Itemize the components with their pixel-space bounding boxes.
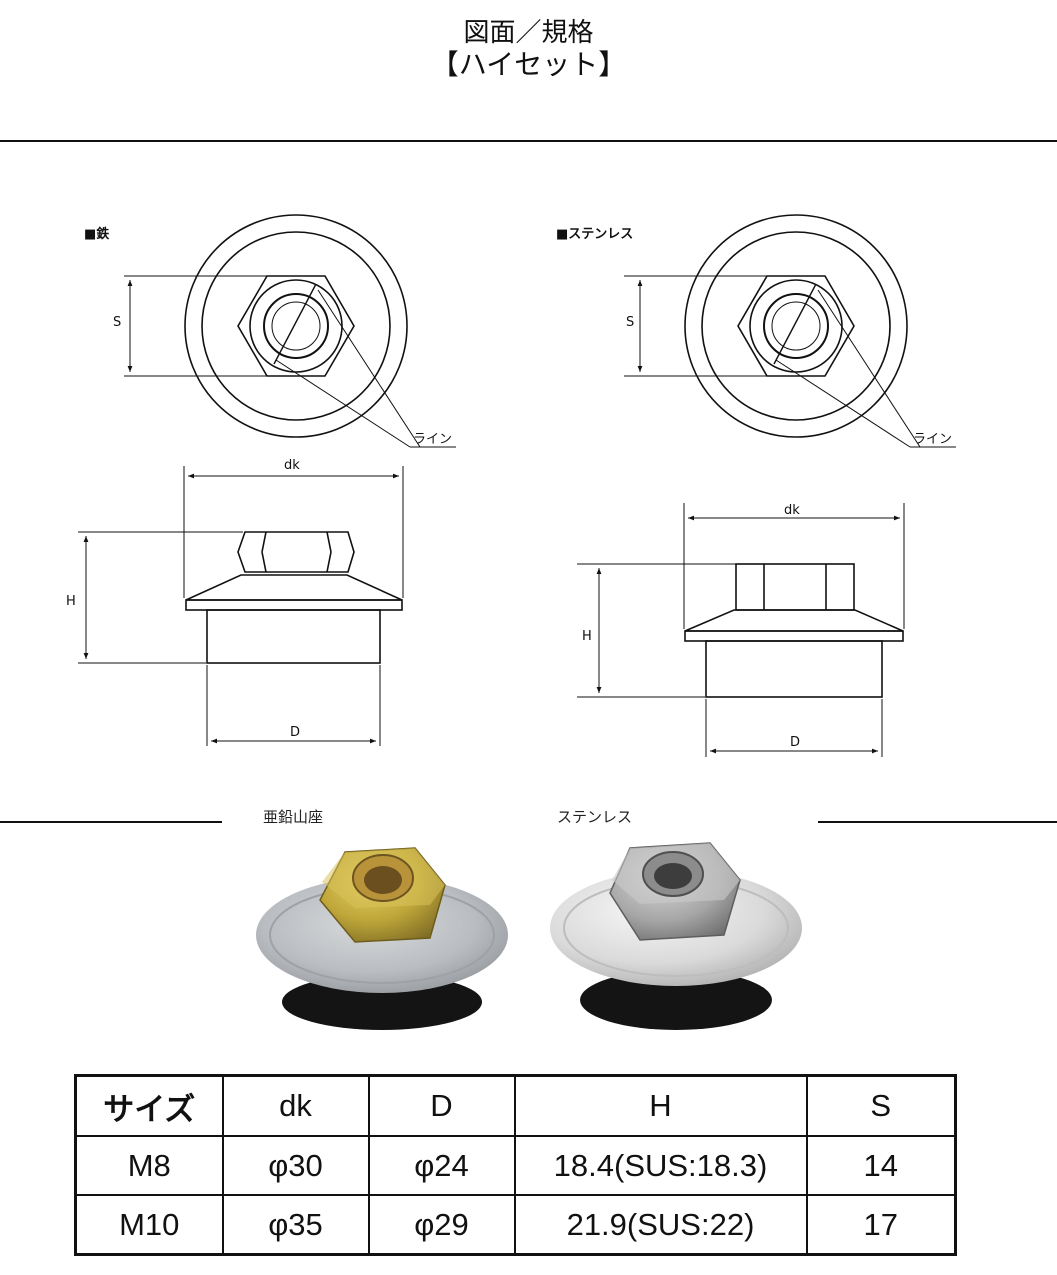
cell-size: M10 (74, 1194, 224, 1256)
cell-d: φ29 (367, 1194, 516, 1256)
technical-drawing: ■鉄 ■ステンレス S S ライン ライン dk dk H H D D (66, 214, 956, 757)
table-row: M8 φ30 φ24 18.4(SUS:18.3) 14 (74, 1135, 957, 1196)
photo-divider-right (818, 821, 1057, 823)
header-divider (0, 140, 1057, 142)
cell-s: 17 (805, 1194, 957, 1256)
zinc-photo-label: 亜鉛山座 (263, 808, 324, 826)
iron-d-label: D (290, 725, 300, 740)
stainless-line-label: ライン (913, 432, 952, 447)
spec-table: サイズ dk D H S M8 φ30 φ24 18.4(SUS:18.3) 1… (74, 1074, 957, 1256)
iron-h-dimension (78, 531, 243, 664)
table-row: M10 φ35 φ29 21.9(SUS:22) 17 (74, 1194, 957, 1256)
header-h: H (513, 1074, 808, 1137)
cell-h: 21.9(SUS:22) (513, 1194, 808, 1256)
stainless-dk-dimension (683, 503, 905, 629)
photo-divider-left (0, 821, 222, 823)
header-d: D (367, 1074, 516, 1137)
stainless-rubber-pad (580, 970, 772, 1030)
cell-dk: φ30 (221, 1135, 370, 1196)
iron-top-view (184, 214, 456, 448)
header-s: S (805, 1074, 957, 1137)
cell-h: 18.4(SUS:18.3) (513, 1135, 808, 1196)
stainless-s-dimension (624, 275, 770, 377)
zinc-highset-photo (256, 847, 508, 1030)
iron-d-dimension (206, 665, 381, 746)
cell-s: 14 (805, 1135, 957, 1196)
iron-dk-label: dk (284, 458, 300, 473)
stainless-side-view (684, 563, 904, 698)
stainless-d-label: D (790, 735, 800, 750)
header-dk: dk (221, 1074, 370, 1137)
iron-s-label: S (113, 315, 121, 330)
stainless-highset-photo (550, 842, 802, 1030)
stainless-s-label: S (626, 315, 634, 330)
iron-line-label: ライン (413, 432, 452, 447)
iron-side-view (185, 531, 403, 664)
iron-label: ■鉄 (84, 226, 109, 242)
iron-s-dimension (124, 275, 270, 377)
stainless-photo-label: ステンレス (557, 808, 633, 826)
product-name: 【ハイセット】 (430, 48, 627, 81)
stainless-dk-label: dk (784, 503, 800, 518)
stainless-label: ■ステンレス (556, 227, 633, 242)
cell-size: M8 (74, 1135, 224, 1196)
header-size: サイズ (74, 1074, 224, 1137)
stainless-h-label: H (582, 629, 592, 644)
stainless-top-view (684, 214, 956, 448)
cell-dk: φ35 (221, 1194, 370, 1256)
page-title: 図面／規格 (463, 18, 594, 48)
table-header-row: サイズ dk D H S (74, 1074, 957, 1137)
cell-d: φ24 (367, 1135, 516, 1196)
stainless-d-dimension (705, 699, 883, 757)
iron-h-label: H (66, 594, 76, 609)
stainless-h-dimension (577, 563, 738, 698)
